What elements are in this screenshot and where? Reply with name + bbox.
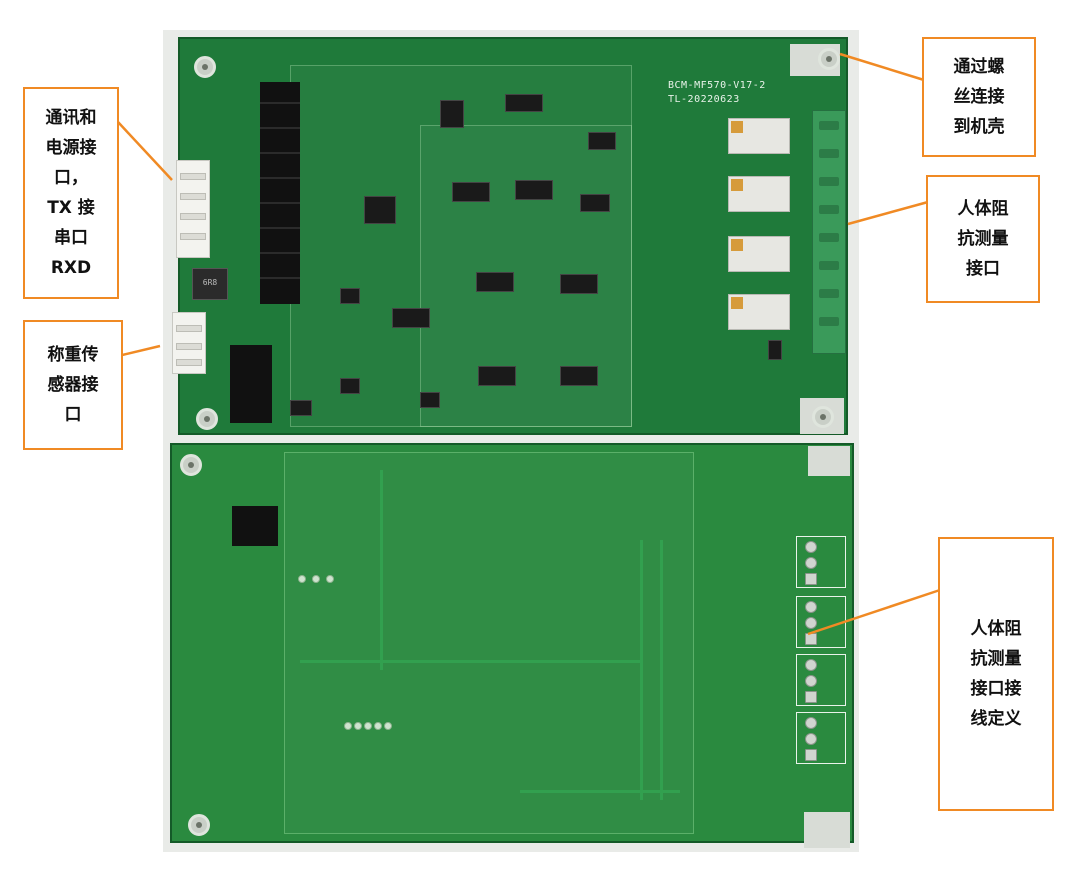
impedance-terminal-pads bbox=[796, 712, 846, 764]
ic-chip bbox=[580, 194, 610, 212]
ground-pad bbox=[808, 446, 850, 476]
relay bbox=[728, 118, 790, 154]
via bbox=[384, 722, 392, 730]
relay bbox=[728, 176, 790, 212]
ic-chip bbox=[560, 274, 598, 294]
mount-hole-icon bbox=[194, 56, 216, 78]
ic-chip bbox=[392, 308, 430, 328]
inductor: 6R8 bbox=[192, 268, 228, 300]
pcb-trace bbox=[520, 790, 680, 793]
callout-comm-power-text: 通讯和 电源接 口， TX 接 串口 RXD bbox=[45, 108, 97, 278]
ic-chip bbox=[452, 182, 490, 202]
via bbox=[298, 575, 306, 583]
pcb-trace bbox=[640, 540, 643, 800]
via bbox=[374, 722, 382, 730]
leader-line bbox=[847, 200, 929, 226]
board-date-label: TL-20220623 bbox=[668, 94, 740, 105]
callout-body-impedance: 人体阻 抗测量 接口 bbox=[926, 175, 1040, 303]
via bbox=[344, 722, 352, 730]
board-model-label: BCM-MF570-V17-2 bbox=[668, 80, 766, 91]
ic-chip bbox=[290, 400, 312, 416]
ic-chip bbox=[476, 272, 514, 292]
ic-chip bbox=[420, 392, 440, 408]
mount-hole-icon bbox=[196, 408, 218, 430]
leader-line bbox=[117, 344, 161, 358]
via bbox=[364, 722, 372, 730]
relay bbox=[728, 236, 790, 272]
impedance-terminal-pads bbox=[796, 596, 846, 648]
pcb-trace bbox=[660, 540, 663, 800]
copper-pour bbox=[284, 452, 694, 834]
impedance-terminal-pads bbox=[796, 654, 846, 706]
callout-body-impedance-wiring-text: 人体阻 抗测量 接口接 线定义 bbox=[970, 619, 1022, 729]
ic-chip bbox=[478, 366, 516, 386]
mount-hole-icon bbox=[812, 406, 834, 428]
ic-chip bbox=[515, 180, 553, 200]
ic-chip bbox=[588, 132, 616, 150]
analog-area bbox=[420, 125, 632, 427]
callout-screw-case-text: 通过螺 丝连接 到机壳 bbox=[953, 57, 1005, 137]
impedance-terminal-pads bbox=[796, 536, 846, 588]
via bbox=[312, 575, 320, 583]
callout-comm-power: 通讯和 电源接 口， TX 接 串口 RXD bbox=[23, 87, 119, 299]
impedance-terminal-block bbox=[812, 110, 846, 354]
callout-body-impedance-text: 人体阻 抗测量 接口 bbox=[957, 199, 1009, 279]
relay bbox=[728, 294, 790, 330]
ic-chip bbox=[340, 378, 360, 394]
ic-chip bbox=[768, 340, 782, 360]
via bbox=[354, 722, 362, 730]
ground-pad bbox=[804, 812, 850, 848]
callout-weight-sensor: 称重传 感器接 口 bbox=[23, 320, 123, 450]
callout-weight-sensor-text: 称重传 感器接 口 bbox=[47, 345, 99, 425]
mount-hole-icon bbox=[188, 814, 210, 836]
mount-hole-icon bbox=[818, 48, 840, 70]
callout-screw-case: 通过螺 丝连接 到机壳 bbox=[922, 37, 1036, 157]
comm-power-connector bbox=[176, 160, 210, 258]
pcb-trace bbox=[380, 470, 383, 670]
ic-chip bbox=[364, 196, 396, 224]
capacitor-pad bbox=[232, 506, 278, 546]
callout-body-impedance-wiring: 人体阻 抗测量 接口接 线定义 bbox=[938, 537, 1054, 811]
weight-sensor-connector bbox=[172, 312, 206, 374]
mount-hole-icon bbox=[180, 454, 202, 476]
ic-chip bbox=[440, 100, 464, 128]
ic-chip bbox=[505, 94, 543, 112]
via bbox=[326, 575, 334, 583]
ic-chip bbox=[340, 288, 360, 304]
resistor-array bbox=[260, 82, 300, 304]
capacitor bbox=[230, 345, 272, 423]
ic-chip bbox=[560, 366, 598, 386]
pcb-trace bbox=[300, 660, 640, 663]
